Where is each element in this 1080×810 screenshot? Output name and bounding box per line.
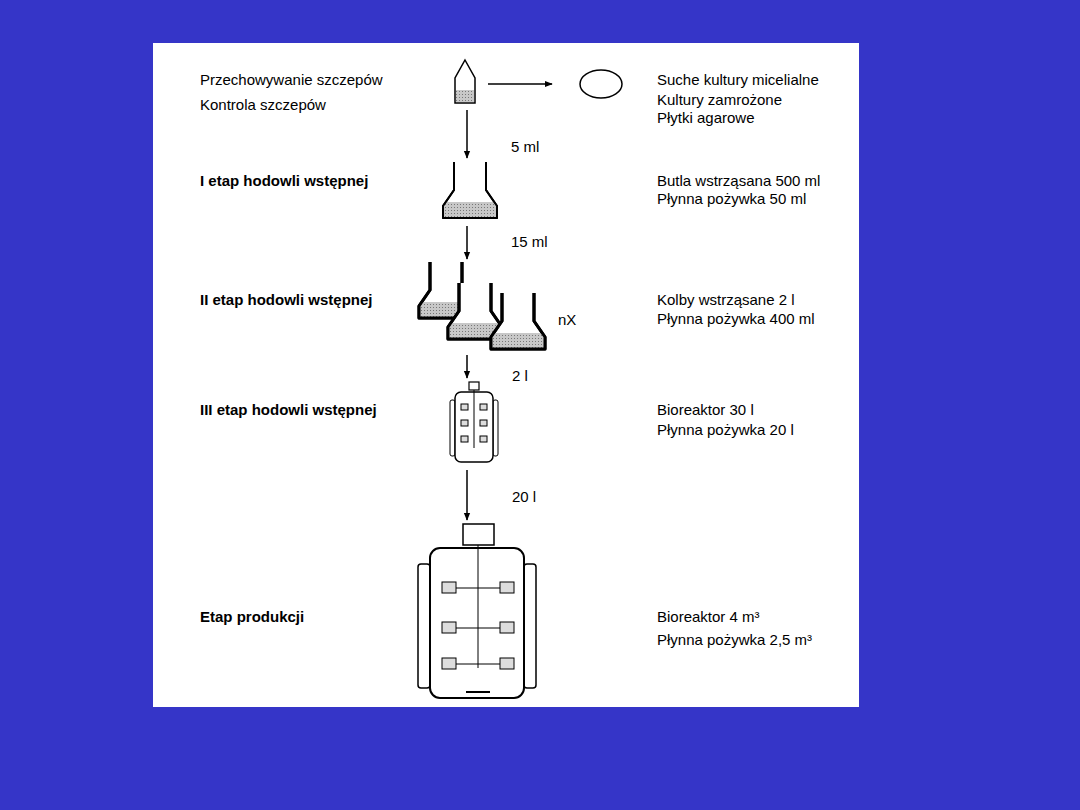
shake-bottle: I etap hodowli wstępnejButla wstrząsana … <box>439 160 501 220</box>
stage-text: Płytki agarowe <box>657 109 755 127</box>
culture-oval-outline <box>578 68 624 100</box>
stage-text: Płynna pożywka 50 ml <box>657 190 806 208</box>
stage-heading: II etap hodowli wstępnej <box>200 291 373 309</box>
stage-heading: III etap hodowli wstępnej <box>200 401 377 419</box>
strain-vial-outline <box>453 58 478 106</box>
flow-arrow <box>466 226 468 259</box>
volume-label: 2 l <box>510 367 530 385</box>
stage-text: Płynna pożywka 2,5 m³ <box>657 631 812 649</box>
stage-text: Przechowywanie szczepów <box>200 71 383 89</box>
stage-text: nX <box>558 311 576 329</box>
stage-text: Płynna pożywka 20 l <box>657 421 794 439</box>
flow-arrow <box>466 470 468 520</box>
stage-heading: I etap hodowli wstępnej <box>200 172 368 190</box>
bioreactor-small: III etap hodowli wstępnejBioreaktor 30 l… <box>448 380 500 464</box>
flow-arrow <box>488 83 552 85</box>
stage-text: Suche kultury micelialne <box>657 71 819 89</box>
shake-bottle-outline <box>439 160 501 220</box>
shake-flasks: II etap hodowli wstępnejnXKolby wstrząsa… <box>414 260 552 353</box>
stage-text: Bioreaktor 4 m³ <box>657 608 760 626</box>
culture-oval: Suche kultury micelialneKultury zamrożon… <box>578 68 624 100</box>
strain-vial: Przechowywanie szczepówKontrola szczepów <box>453 58 478 106</box>
stage-text: Kultury zamrożone <box>657 91 782 109</box>
bioreactor-production-outline <box>416 522 538 700</box>
bioreactor-production: Etap produkcjiBioreaktor 4 m³Płynna poży… <box>416 522 538 700</box>
bioreactor-small-outline <box>448 380 500 464</box>
stage-text: Kontrola szczepów <box>200 96 326 114</box>
volume-label: 15 ml <box>509 233 550 251</box>
volume-label: 5 ml <box>509 138 541 156</box>
stage-text: Butla wstrząsana 500 ml <box>657 172 820 190</box>
volume-label: 20 l <box>510 488 538 506</box>
stage-heading: Etap produkcji <box>200 608 304 626</box>
stage-text: Bioreaktor 30 l <box>657 401 754 419</box>
stage-text: Płynna pożywka 400 ml <box>657 310 815 328</box>
flow-arrow <box>466 355 468 378</box>
shake-flasks-outline <box>414 260 552 353</box>
flow-arrow <box>466 110 468 158</box>
stage-text: Kolby wstrząsane 2 l <box>657 291 795 309</box>
